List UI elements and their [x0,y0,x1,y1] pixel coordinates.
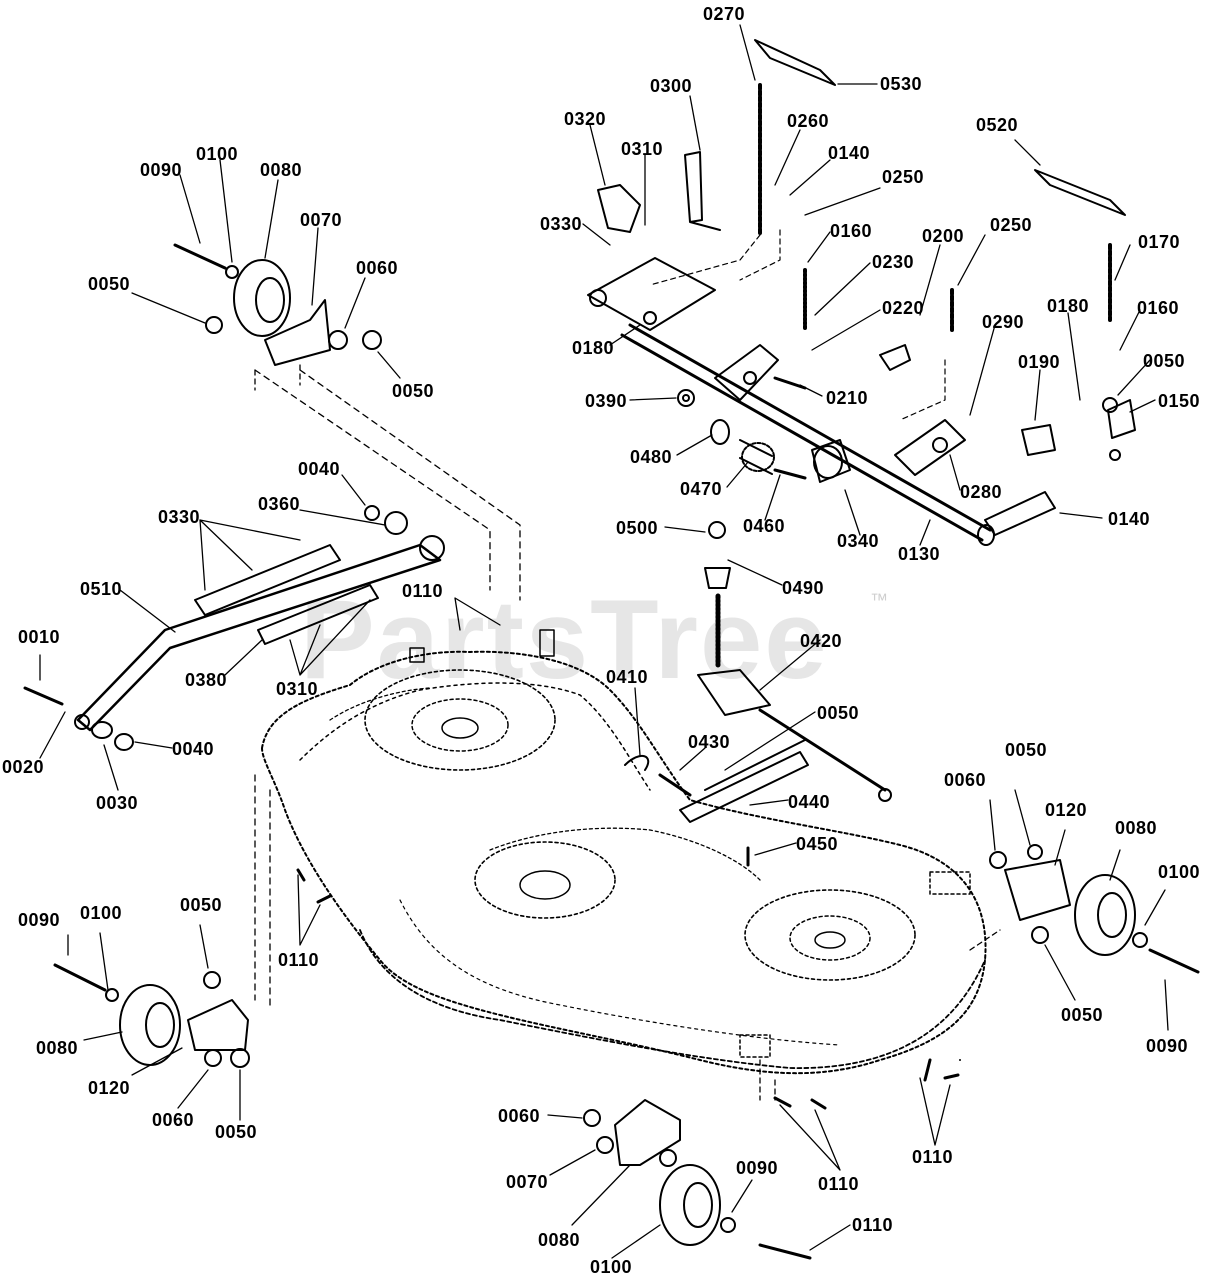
callout-label: 0450 [796,834,839,854]
callout-label: 0050 [817,703,860,723]
callout-label: 0050 [180,895,223,915]
height-adjust-assembly [624,521,892,867]
lift-link-assembly [23,369,521,751]
callout-label: 0120 [88,1078,131,1098]
watermark-trademark: ™ [870,590,888,610]
callout-label: 0190 [1018,352,1061,372]
callout-label: 0120 [1045,800,1088,820]
callout-label: 0110 [912,1147,954,1167]
callout-label: 0200 [922,226,965,246]
callout-label: 0480 [630,447,673,467]
callout-label: 0250 [990,215,1033,235]
callout-label: 0050 [392,381,435,401]
callout-label: 0070 [506,1172,549,1192]
callout-label: 0100 [590,1257,633,1277]
callout-label: 0360 [258,494,301,514]
callout-label: 0320 [564,109,607,129]
callout-label: 0110 [278,950,320,970]
callout-label: 0230 [872,252,915,272]
callout-label: 0060 [356,258,399,278]
gauge-wheel-bottom-center [583,1058,960,1260]
lift-shaft-assembly [587,39,1136,546]
callout-label: 0090 [18,910,61,930]
callout-label: 0180 [572,338,615,358]
gauge-wheel-top-left [173,243,382,391]
callout-label: 0050 [1061,1005,1104,1025]
callout-label: 0180 [1047,296,1090,316]
callout-label: 0140 [828,143,871,163]
callout-label: 0080 [260,160,303,180]
callout-label: 0260 [787,111,830,131]
callout-label: 0050 [1005,740,1048,760]
callout-label: 0050 [88,274,131,294]
callout-label: 0430 [688,732,731,752]
callout-label: 0390 [585,391,628,411]
callout-label: 0060 [944,770,987,790]
callout-label: 0060 [152,1110,195,1130]
callout-label: 0100 [196,144,239,164]
callout-label: 0530 [880,74,923,94]
callout-label: 0170 [1138,232,1181,252]
callout-label: 0210 [826,388,869,408]
leader-lines [39,24,1169,1259]
callout-label: 0110 [852,1215,894,1235]
callout-label: 0290 [982,312,1025,332]
callout-label: 0030 [96,793,139,813]
callout-label: 0500 [616,518,659,538]
callout-label: 0510 [80,579,123,599]
callout-label: 0160 [830,221,873,241]
callout-label: 0140 [1108,509,1151,529]
callout-label: 0080 [1115,818,1158,838]
callout-label: 0040 [298,459,341,479]
callout-label: 0270 [703,4,746,24]
callout-label: 0330 [158,507,201,527]
mower-deck [261,629,987,1075]
callout-label: 0160 [1137,298,1180,318]
callout-label: 0090 [1146,1036,1189,1056]
callout-label: 0520 [976,115,1019,135]
callout-label: 0100 [1158,862,1201,882]
callout-label: 0020 [2,757,45,777]
callout-label: 0330 [540,214,583,234]
callout-label: 0470 [680,479,723,499]
callout-label: 0010 [18,627,61,647]
callout-label: 0410 [606,667,649,687]
callout-label: 0300 [650,76,693,96]
callout-label: 0090 [140,160,183,180]
callout-label: 0150 [1158,391,1201,411]
callout-label: 0340 [837,531,880,551]
callout-label: 0490 [782,578,825,598]
callout-label: 0310 [276,679,319,699]
callout-label: 0050 [1143,351,1186,371]
callout-label: 0420 [800,631,843,651]
gauge-wheel-bottom-left [53,774,332,1068]
callout-label: 0250 [882,167,925,187]
callout-label: 0090 [736,1158,779,1178]
callout-label: 0060 [498,1106,541,1126]
callout-label: 0440 [788,792,831,812]
callout-label: 0070 [300,210,343,230]
callout-label: 0110 [818,1174,860,1194]
callout-label: 0130 [898,544,941,564]
callout-label: 0380 [185,670,228,690]
callout-label: 0280 [960,482,1003,502]
callout-label: 0050 [215,1122,258,1142]
watermark: PartsTree [300,577,829,702]
callout-label: 0460 [743,516,786,536]
callout-label: 0310 [621,139,664,159]
callout-label: 0040 [172,739,215,759]
callout-label: 0220 [882,298,925,318]
callout-label: 0080 [36,1038,79,1058]
callout-label: 0110 [402,581,444,601]
gauge-wheel-right [959,844,1200,1061]
callout-label: 0100 [80,903,123,923]
callout-label: 0080 [538,1230,581,1250]
